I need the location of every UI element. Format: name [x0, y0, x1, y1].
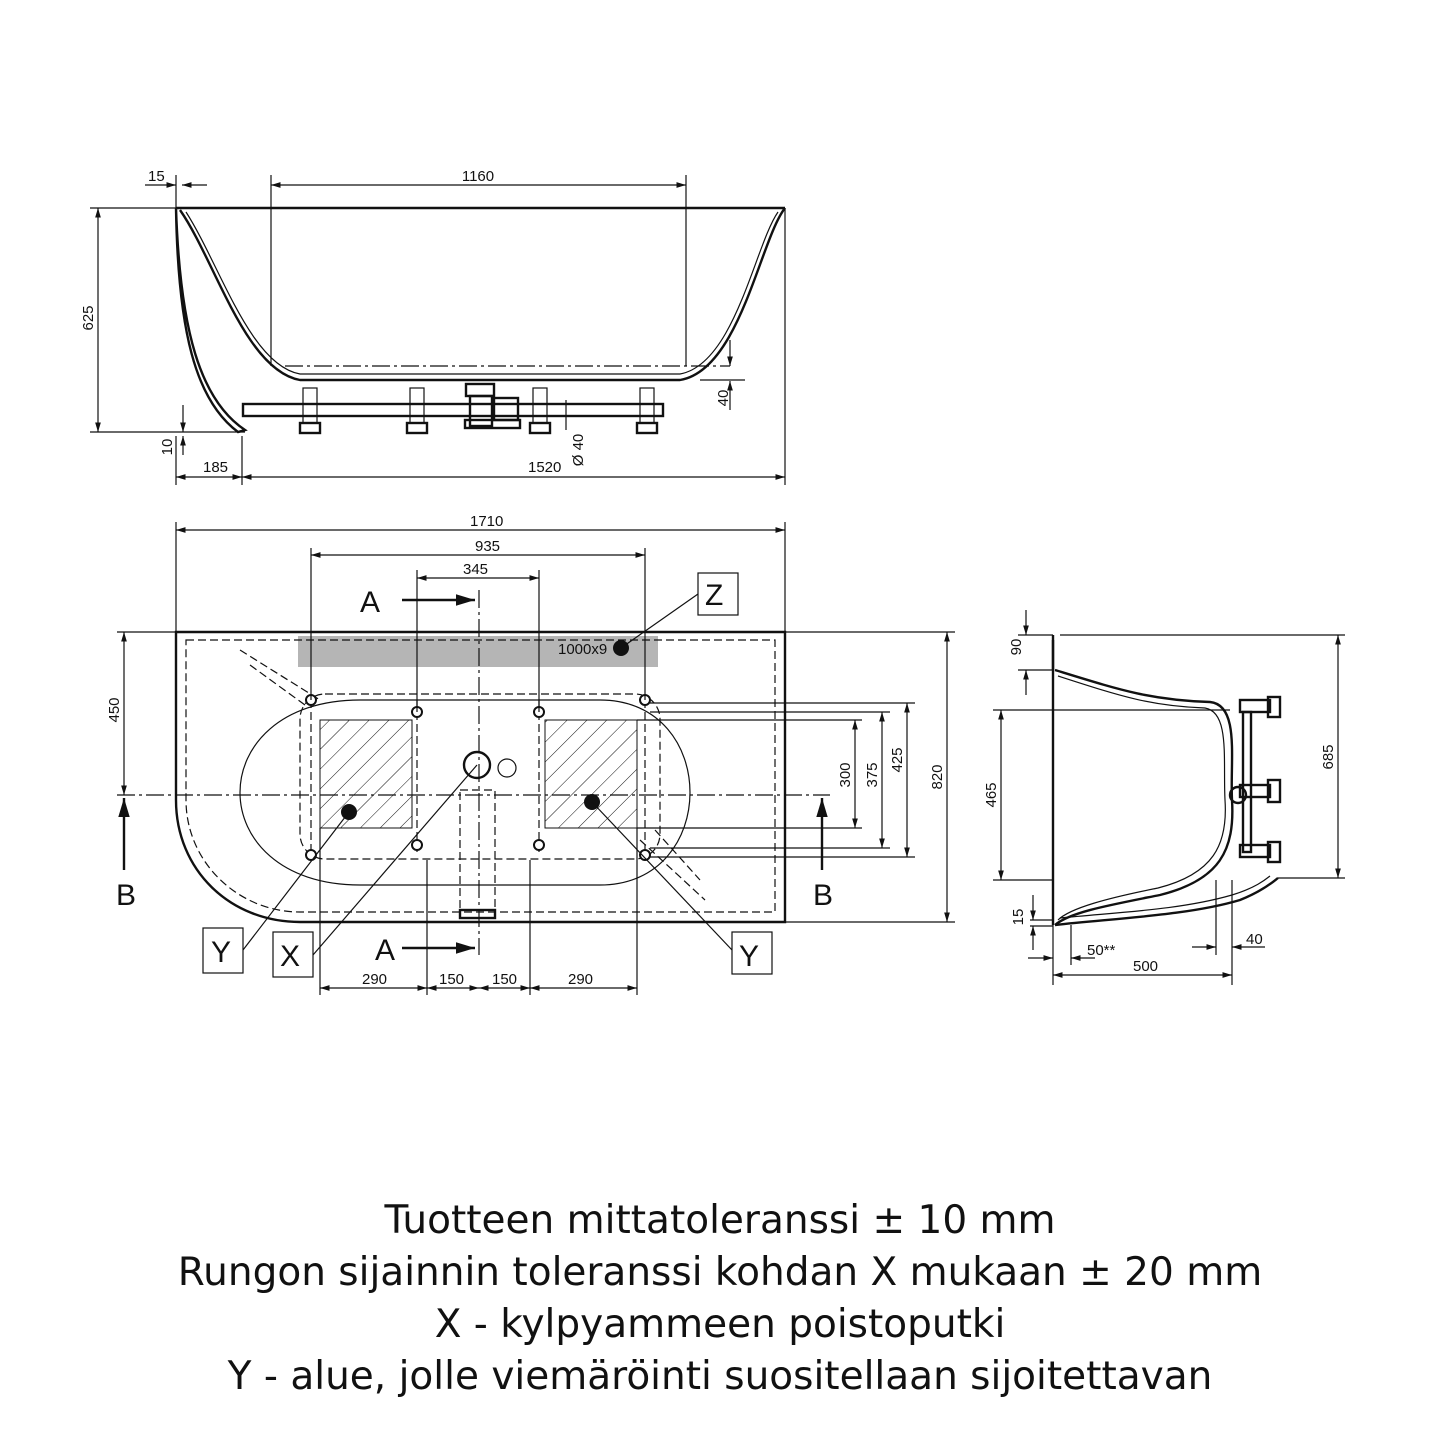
dim-150-right: 150 [492, 971, 517, 988]
dim-300: 300 [837, 762, 854, 787]
drain-area-right [544, 719, 638, 829]
marker-y-right: Y [739, 940, 759, 973]
dim-375: 375 [864, 762, 881, 787]
marker-y-left: Y [211, 936, 231, 969]
dim-10: 10 [159, 439, 176, 456]
dim-40: 40 [715, 390, 732, 407]
tolerance-notes: Tuotteen mittatoleranssi ± 10 mm Rungon … [0, 1195, 1440, 1403]
zone-label: 1000x9 [558, 641, 607, 658]
dim-50: 50** [1087, 942, 1116, 959]
note-4: Y - alue, jolle viemäröinti suositellaan… [227, 1354, 1213, 1399]
fittings [1228, 695, 1282, 864]
marker-x: X [280, 940, 300, 973]
installation-zone [298, 636, 658, 667]
section-a-bottom: A [375, 934, 395, 967]
dim-345: 345 [463, 561, 488, 578]
feet [298, 387, 659, 435]
dim-290-left: 290 [362, 971, 387, 988]
section-b-left: B [116, 879, 136, 912]
note-2: Rungon sijainnin toleranssi kohdan X muk… [177, 1250, 1263, 1295]
dim-15-side: 15 [1010, 909, 1027, 926]
dim-40-side: 40 [1246, 931, 1263, 948]
dim-1520: 1520 [528, 459, 561, 476]
side-view: 90 465 685 15 50** 500 40 [983, 610, 1345, 985]
dim-465: 465 [983, 782, 1000, 807]
note-1: Tuotteen mittatoleranssi ± 10 mm [384, 1198, 1056, 1243]
dim-90: 90 [1008, 639, 1025, 656]
dim-685: 685 [1320, 744, 1337, 769]
dim-500: 500 [1133, 958, 1158, 975]
dim-935: 935 [475, 538, 500, 555]
front-view: 1160 15 625 40 10 185 1520 Ø 40 [80, 168, 786, 485]
dim-150-left: 150 [439, 971, 464, 988]
dim-290-right: 290 [568, 971, 593, 988]
section-a-top: A [360, 586, 380, 619]
section-b-right: B [813, 879, 833, 912]
dim-185: 185 [203, 459, 228, 476]
dim-1160: 1160 [462, 168, 494, 185]
marker-z: Z [705, 579, 723, 612]
dim-625: 625 [80, 305, 97, 330]
dim-425: 425 [889, 747, 906, 772]
dim-15: 15 [148, 168, 165, 185]
dim-1710: 1710 [470, 513, 503, 530]
note-3: X - kylpyammeen poistoputki [434, 1302, 1006, 1347]
plan-view: 1000x9 A A B B Z Y X Y [106, 513, 955, 995]
drain-assembly [463, 382, 522, 430]
dim-450: 450 [106, 697, 123, 722]
dim-820: 820 [929, 764, 946, 789]
dim-drain-40: Ø 40 [570, 434, 587, 467]
drain-area-left [319, 719, 413, 829]
